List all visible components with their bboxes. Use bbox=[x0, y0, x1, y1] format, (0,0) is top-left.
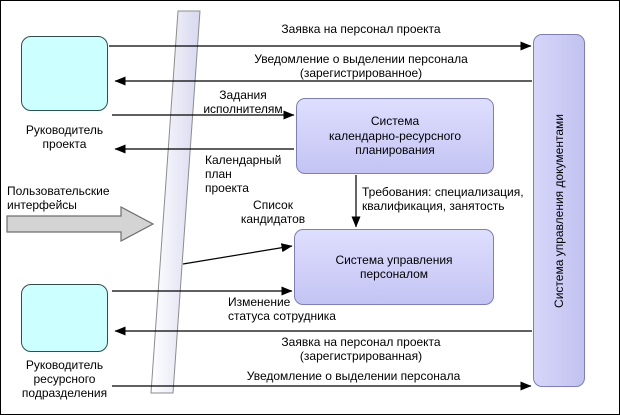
label-flow-allocation-notice-registered: Уведомление о выделении персонала (зарег… bbox=[254, 52, 468, 80]
node-resource-manager bbox=[21, 284, 108, 352]
label-flow-candidate-list: Список кандидатов bbox=[240, 198, 306, 226]
label-flow-requirements: Требования: специализация, квалификация,… bbox=[362, 185, 524, 213]
label-flow-personnel-request: Заявка на персонал проекта bbox=[281, 22, 441, 36]
label-planning-system: Система календарно-ресурсного планирован… bbox=[328, 114, 462, 158]
node-project-manager bbox=[21, 36, 108, 111]
label-user-interfaces: Пользовательские интерфейсы bbox=[7, 184, 110, 212]
label-flow-personnel-request-registered: Заявка на персонал проекта (зарегистриро… bbox=[281, 335, 441, 363]
user-interfaces-block-arrow-icon bbox=[6, 206, 155, 242]
arrow-candidate-list bbox=[182, 243, 293, 265]
label-project-manager: Руководитель проекта bbox=[25, 123, 104, 151]
node-document-system: Система управления документами bbox=[533, 34, 585, 387]
node-planning-system: Система календарно-ресурсного планирован… bbox=[296, 98, 494, 174]
label-document-system: Система управления документами bbox=[552, 113, 566, 308]
label-flow-calendar-plan: Календарный план проекта bbox=[205, 153, 282, 195]
label-resource-manager: Руководитель ресурсного подразделения bbox=[21, 358, 108, 400]
label-hr-system: Система управления персоналом bbox=[335, 252, 453, 282]
node-hr-system: Система управления персоналом bbox=[294, 229, 494, 305]
label-flow-allocation-notice: Уведомление о выделении персонала bbox=[246, 369, 461, 383]
label-flow-status-change: Изменение статуса сотрудника bbox=[228, 295, 336, 323]
label-flow-assignments: Задания исполнителям bbox=[203, 88, 283, 116]
